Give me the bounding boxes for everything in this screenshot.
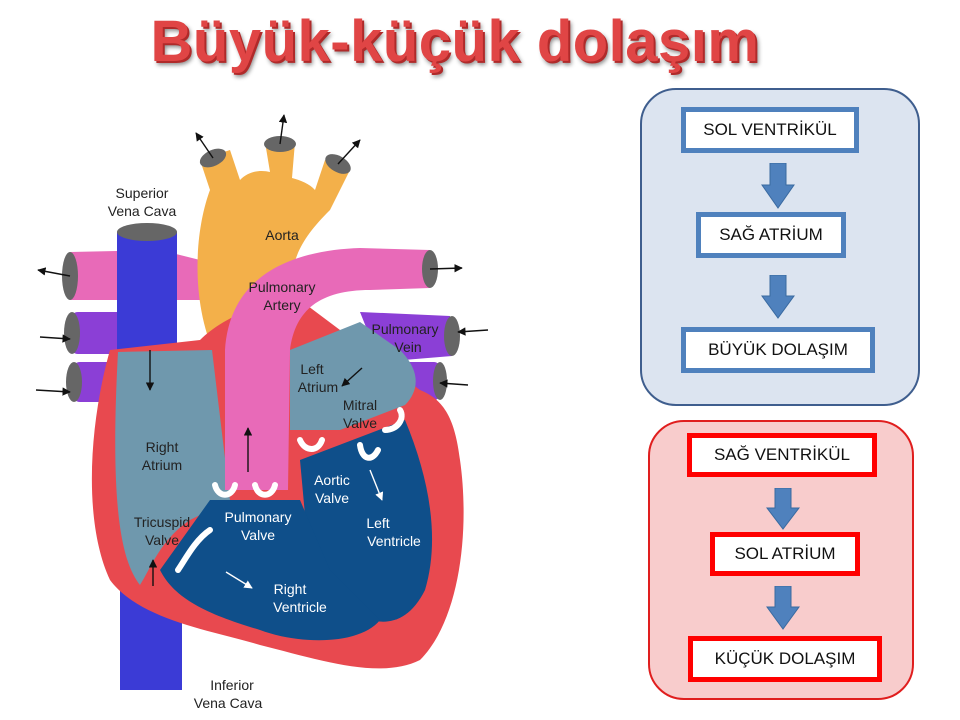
- down-arrow-icon: [766, 488, 800, 530]
- flow-box-sag-atrium: SAĞ ATRİUM: [696, 212, 846, 258]
- right-ventricle: [160, 500, 380, 641]
- down-arrow-icon: [761, 275, 795, 319]
- flow-box-sol-ventrikul: SOL VENTRİKÜL: [681, 107, 859, 153]
- flow-arrows: [35, 114, 489, 586]
- down-arrow-icon: [766, 586, 800, 630]
- label-aorta: Aorta: [265, 227, 299, 243]
- left-ventricle: [300, 420, 433, 622]
- superior-vena-cava: [117, 232, 177, 362]
- pulmonary-artery: [225, 248, 430, 490]
- flow-box-kucuk-dolasim: KÜÇÜK DOLAŞIM: [688, 636, 882, 682]
- flow-box-sol-atrium: SOL ATRİUM: [710, 532, 860, 576]
- flow-box-sag-ventrikul: SAĞ VENTRİKÜL: [687, 433, 877, 477]
- flow-box-buyuk-dolasim: BÜYÜK DOLAŞIM: [681, 327, 875, 373]
- slide-title: Büyük-küçük dolaşım: [150, 9, 760, 74]
- down-arrow-icon: [761, 163, 795, 209]
- right-atrium: [115, 350, 230, 585]
- valves: [175, 407, 405, 573]
